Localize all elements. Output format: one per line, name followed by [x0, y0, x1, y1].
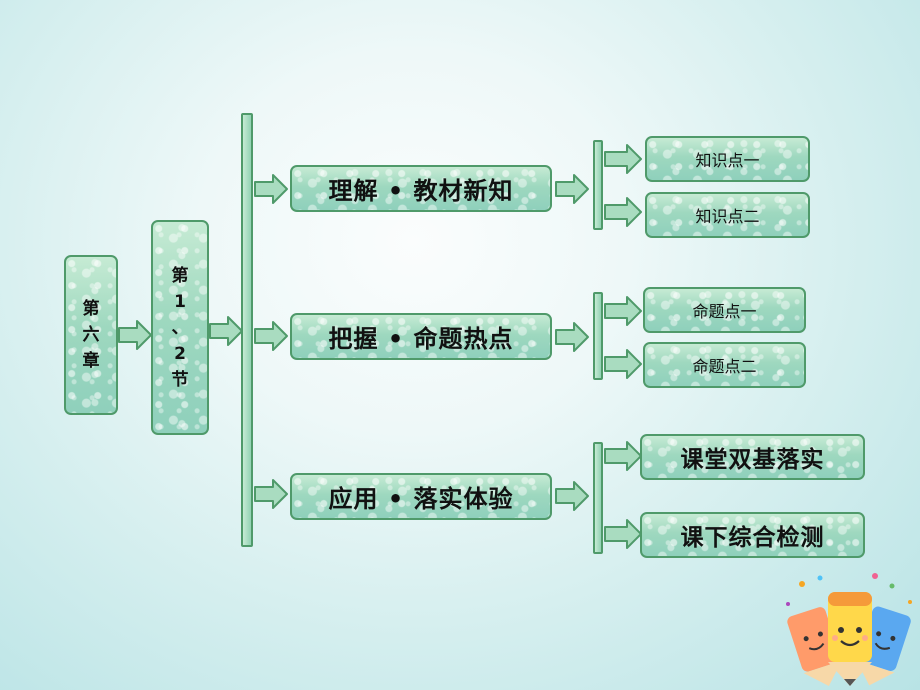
leaf-label: 课下综合检测: [680, 525, 825, 551]
branch-understand: 理解 • 教材新知: [290, 165, 552, 212]
leaf-label: 命题点二: [692, 357, 757, 376]
arrow-icon: [604, 519, 642, 549]
arrow-icon: [254, 479, 288, 509]
arrow-icon: [604, 296, 642, 326]
section-char: 1: [174, 291, 186, 312]
leaf-label: 知识点二: [695, 207, 760, 226]
chapter-char: 章: [82, 351, 100, 371]
arrow-icon: [604, 144, 642, 174]
chapter-char: 第: [82, 299, 100, 319]
section-char: 2: [174, 343, 186, 364]
leaf-homework: 课下综合检测: [640, 512, 865, 558]
arrow-icon: [254, 321, 288, 351]
arrow-icon: [118, 320, 152, 350]
branch-label: 把握 • 命题热点: [328, 325, 514, 353]
arrow-icon: [254, 174, 288, 204]
section-char: 第: [171, 265, 189, 286]
arrow-icon: [209, 316, 243, 346]
branch-label: 理解 • 教材新知: [328, 177, 514, 205]
arrow-icon: [555, 174, 589, 204]
arrow-icon: [604, 349, 642, 379]
section-char: 节: [171, 369, 189, 390]
arrow-icon: [604, 197, 642, 227]
sub-bracket: [593, 292, 603, 380]
leaf-topic-2: 命题点二: [643, 342, 806, 388]
arrow-icon: [555, 481, 589, 511]
arrow-icon: [555, 322, 589, 352]
chapter-char: 六: [82, 325, 100, 345]
leaf-label: 知识点一: [695, 151, 760, 170]
branch-apply: 应用 • 落实体验: [290, 473, 552, 520]
leaf-topic-1: 命题点一: [643, 287, 806, 333]
branch-label: 应用 • 落实体验: [328, 485, 514, 513]
sub-bracket: [593, 140, 603, 230]
pencils-icon: [786, 573, 912, 686]
leaf-knowledge-2: 知识点二: [645, 192, 810, 238]
sparkle-dots: [786, 573, 912, 606]
main-bracket: [241, 113, 253, 547]
chapter-box: 第 六 章: [64, 255, 118, 415]
arrow-icon: [604, 441, 642, 471]
sub-bracket: [593, 442, 603, 554]
leaf-knowledge-1: 知识点一: [645, 136, 810, 182]
leaf-label: 课堂双基落实: [680, 447, 825, 473]
leaf-label: 命题点一: [692, 302, 757, 321]
leaf-classroom: 课堂双基落实: [640, 434, 865, 480]
section-char: 、: [171, 317, 189, 338]
section-box: 第 1 、 2 节: [151, 220, 209, 435]
branch-grasp: 把握 • 命题热点: [290, 313, 552, 360]
